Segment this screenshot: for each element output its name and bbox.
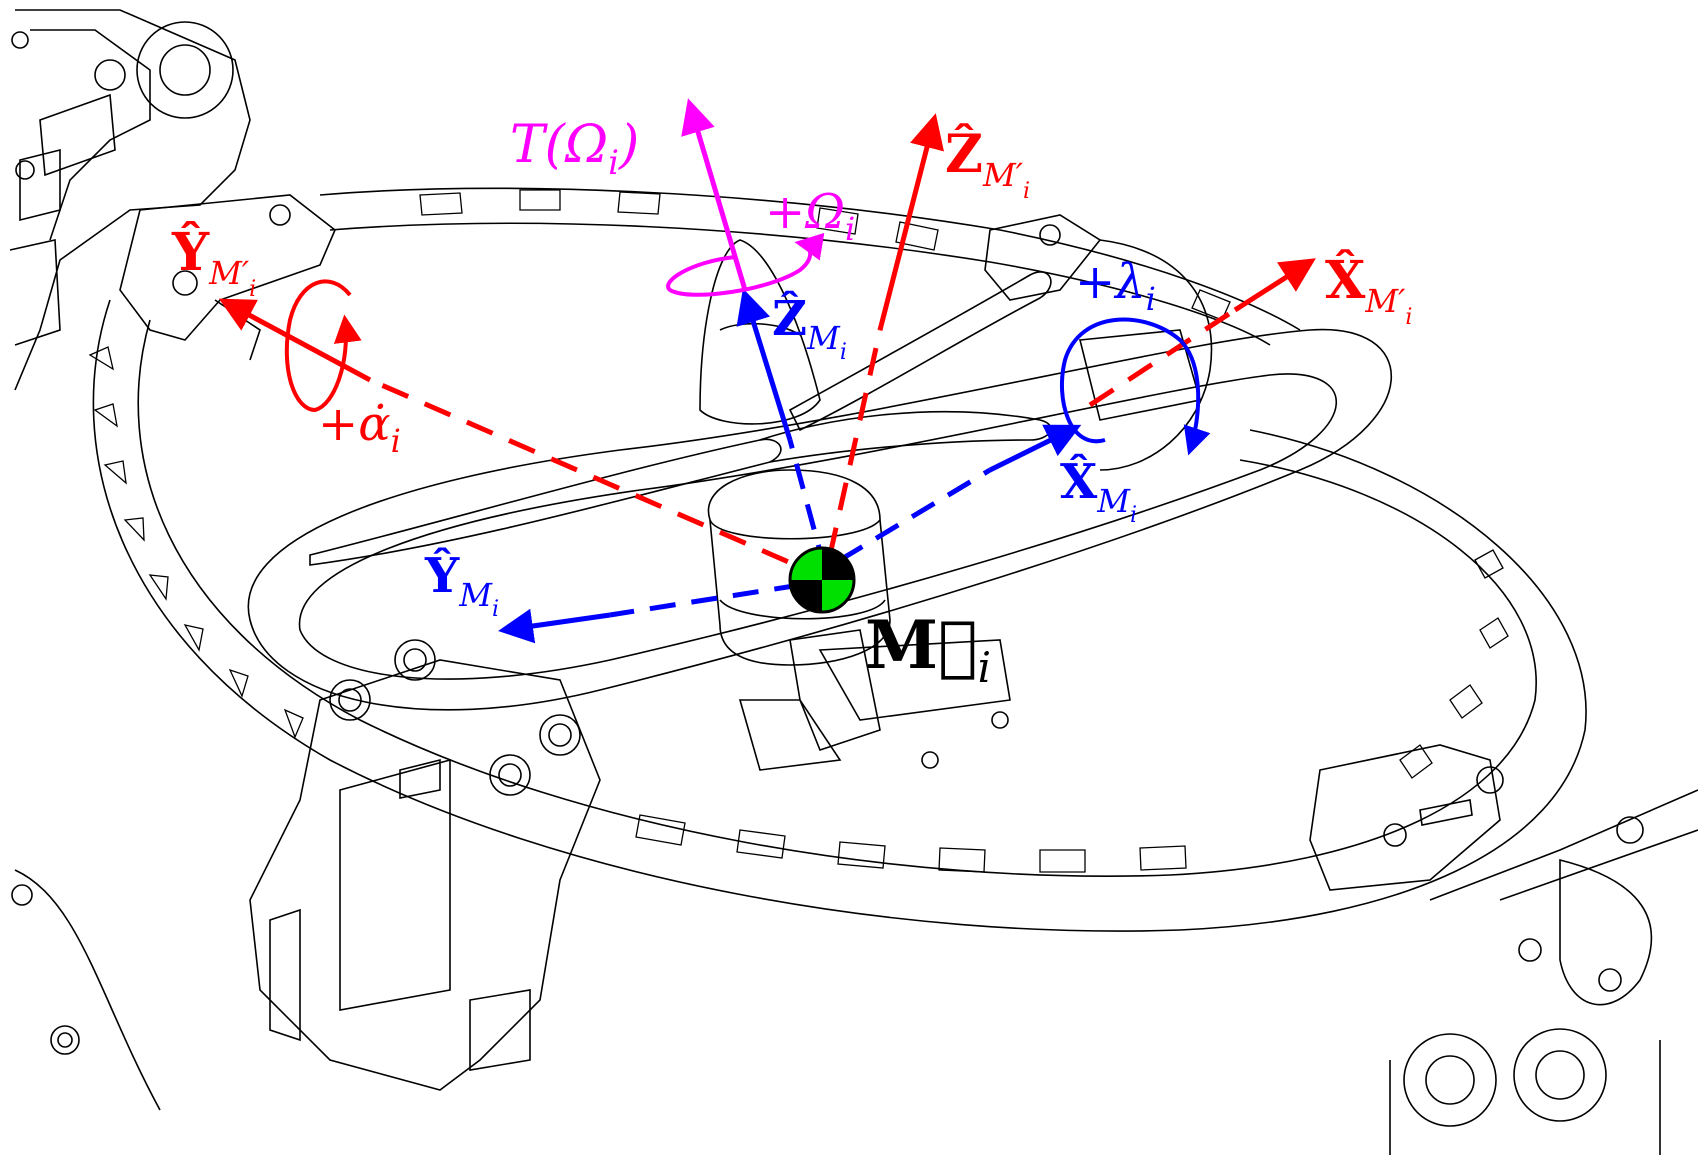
inner-ring bbox=[247, 328, 1393, 711]
thrust-vector bbox=[666, 98, 825, 297]
omega-label: +Ωi bbox=[765, 184, 855, 248]
y-prime-label: ŶM′i bbox=[171, 221, 256, 302]
motor-axes bbox=[498, 288, 1211, 644]
x-motor-axis-arrow bbox=[988, 424, 1082, 473]
z-prime-label: ẐM′i bbox=[945, 123, 1030, 204]
x-prime-label: X̂M′i bbox=[1325, 250, 1412, 330]
bottom-right-mount bbox=[1389, 789, 1698, 1155]
right-top-bracket bbox=[984, 214, 1213, 471]
top-left-mount bbox=[9, 9, 251, 391]
y-motor-label: ŶMi bbox=[424, 546, 499, 622]
y-prime-axis-arrow bbox=[218, 298, 372, 383]
z-motor-axis-arrow bbox=[736, 288, 793, 441]
y-prime-axis-dashed bbox=[369, 377, 831, 583]
x-prime-axis-arrow bbox=[1233, 258, 1316, 313]
mechanical-drawing bbox=[9, 9, 1698, 1155]
moment-label: M⃗i bbox=[865, 606, 991, 692]
lambda-label: +λi bbox=[1075, 254, 1156, 318]
bottom-left-arc bbox=[11, 869, 161, 1111]
outer-ring bbox=[92, 187, 1587, 932]
z-motor-label: ẐMi bbox=[772, 290, 847, 365]
y-motor-axis-dashed bbox=[609, 582, 801, 618]
frame-axes-prime bbox=[218, 113, 1316, 583]
ring-lattice bbox=[88, 189, 1509, 873]
motor-body bbox=[707, 469, 1011, 771]
labels: T(Ωi) +Ωi ẐM′i ŶM′i X̂M′i +α̇i +λi ẐMi bbox=[171, 115, 1412, 692]
z-prime-axis-dashed bbox=[827, 329, 883, 556]
x-prime-axis-dashed bbox=[1088, 307, 1237, 408]
x-motor-axis-dashed bbox=[838, 467, 992, 563]
lambda-rotation-arrow-icon bbox=[1060, 317, 1211, 456]
propeller bbox=[309, 271, 1052, 566]
alpha-rotation-arrow-icon bbox=[284, 279, 362, 413]
alpha-label: +α̇i bbox=[318, 396, 401, 460]
servo-block bbox=[249, 639, 601, 1091]
omega-rotation-arrow-icon bbox=[666, 232, 825, 297]
right-lower-bracket bbox=[1309, 744, 1504, 891]
x-motor-label: X̂Mi bbox=[1060, 452, 1137, 528]
z-prime-axis-arrow bbox=[877, 113, 944, 331]
thrust-arrow bbox=[681, 98, 748, 291]
thrust-label: T(Ωi) bbox=[510, 115, 639, 183]
center-of-mass-marker-icon bbox=[788, 546, 856, 614]
y-motor-axis-arrow bbox=[498, 608, 611, 644]
